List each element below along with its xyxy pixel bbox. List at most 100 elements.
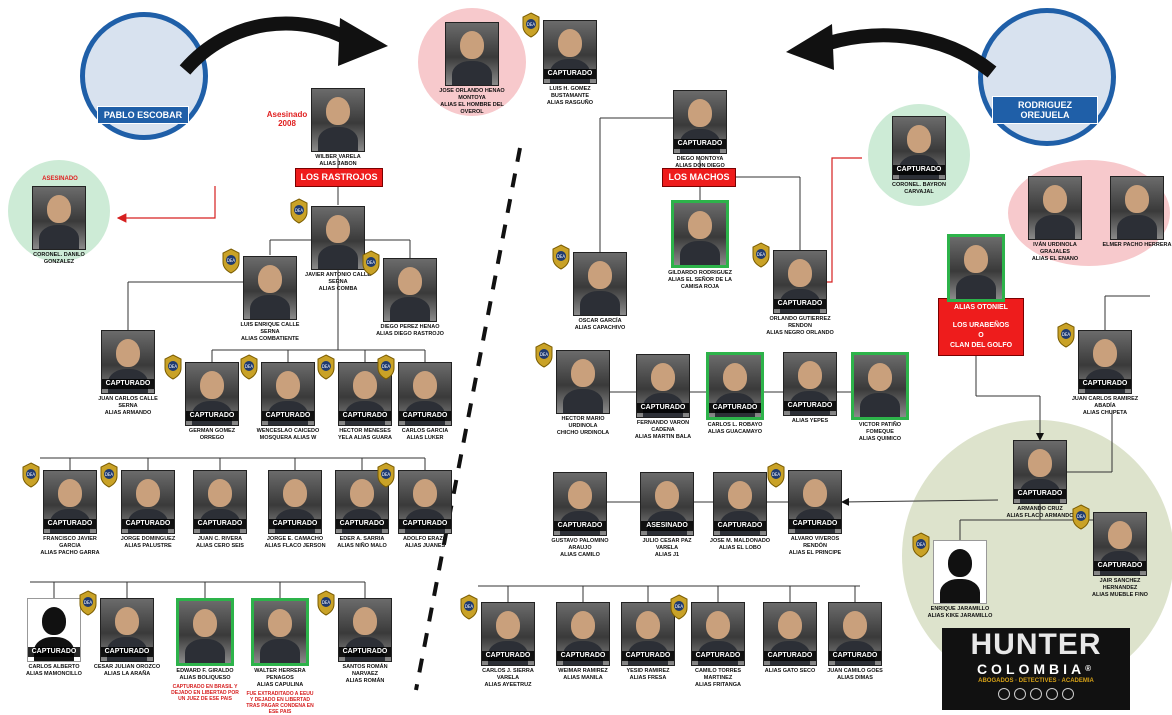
person-alias: ALIAS FLACO JERSON	[264, 543, 326, 549]
person-name: CORONEL. DANILO	[33, 252, 85, 258]
instagram-icon[interactable]	[998, 688, 1010, 700]
person-alias: ALIAS JABON	[319, 161, 357, 167]
person-name: JORGE E. CAMACHO	[266, 536, 324, 542]
portrait: CAPTURADO	[713, 472, 767, 536]
portrait-head	[326, 97, 350, 125]
twitter-icon[interactable]	[1030, 688, 1042, 700]
portrait: CAPTURADO	[673, 90, 727, 154]
portrait	[671, 200, 729, 268]
status-banner: CAPTURADO	[101, 647, 153, 657]
vimeo-icon[interactable]	[1046, 688, 1058, 700]
person-name: JOSE ORLANDO HENAO MONTOYA	[439, 88, 505, 101]
svg-text:DEA: DEA	[295, 208, 304, 213]
facebook-icon[interactable]	[1014, 688, 1026, 700]
status-banner: CAPTURADO	[622, 651, 674, 661]
person-alias: ALIAS EL SEÑOR DE LA CAMISA ROJA	[667, 277, 733, 290]
portrait: CAPTURADO	[268, 470, 322, 534]
escobar-arrowhead	[338, 18, 388, 66]
portrait-body	[185, 639, 225, 663]
status-banner: CAPTURADO	[789, 519, 841, 529]
dea-badge-icon: DEA	[221, 248, 241, 274]
portrait: CAPTURADO	[763, 602, 817, 666]
portrait: CAPTURADO	[261, 362, 315, 426]
person-caption: GERMAN GOMEZ ORREGO	[177, 428, 247, 442]
logo-registered: ®	[1085, 664, 1096, 673]
portrait-head	[200, 371, 224, 399]
node-yepes: CAPTURADO ALIAS YEPES	[775, 352, 845, 425]
person-name: YESID RAMIREZ	[626, 668, 670, 674]
person-alias: ALIAS FRESA	[629, 675, 667, 681]
dea-badge-icon: DEA	[534, 342, 554, 368]
person-alias: ALIAS NIÑO MALO	[337, 543, 387, 549]
status-banner: CAPTURADO	[102, 379, 154, 389]
portrait: CAPTURADO	[543, 20, 597, 84]
portrait: CAPTURADO	[101, 330, 155, 394]
person-name: CORONEL. BAYRON CARVAJAL	[892, 182, 946, 195]
svg-text:DEA: DEA	[527, 22, 536, 27]
person-alias: ALIAS ROMÁN	[345, 678, 385, 684]
status-banner: CAPTURADO	[122, 519, 174, 529]
status-banner: CAPTURADO	[194, 519, 246, 529]
portrait-body	[250, 295, 290, 319]
status-banner: CAPTURADO	[399, 519, 451, 529]
person-name: IVÁN URDINOLA GRAJALES	[1033, 242, 1077, 255]
person-name: EDWARD F. GIRALDO	[176, 668, 234, 674]
person-alias: ALIAS PACHO GARRA	[40, 550, 100, 556]
person-name: JULIO CESAR PAZ VARELA	[642, 538, 692, 551]
portrait	[556, 350, 610, 414]
portrait-head	[636, 611, 660, 639]
status-banner: CAPTURADO	[44, 519, 96, 529]
node-otoniel	[941, 234, 1011, 302]
portrait	[1110, 176, 1164, 240]
portrait: CAPTURADO	[43, 470, 97, 534]
portrait-head	[1028, 449, 1052, 477]
logo-country-line: COLOMBIA®	[942, 662, 1130, 676]
pablo-escobar-label: PABLO ESCOBAR	[97, 106, 189, 124]
portrait: CAPTURADO	[828, 602, 882, 666]
portrait-head	[326, 215, 350, 243]
person-name: CARLOS GARCIA	[401, 428, 449, 434]
portrait	[573, 252, 627, 316]
person-alias: ALIAS NEGRO ORLANDO	[766, 330, 834, 336]
person-alias: ALIAS EL LOBO	[718, 545, 762, 551]
dea-badge-icon: DEA	[766, 462, 786, 488]
portrait-head	[1108, 521, 1132, 549]
person-name: ORLANDO GUTIERREZ RENDON	[769, 316, 831, 329]
person-name: DIEGO MONTOYA	[676, 156, 724, 162]
portrait-body	[563, 389, 603, 413]
person-name: JUAN CAMILO GOES	[827, 668, 883, 674]
svg-text:DEA: DEA	[84, 600, 93, 605]
portrait-body	[860, 393, 900, 417]
youtube-icon[interactable]	[1062, 688, 1074, 700]
status-banner: CAPTURADO	[186, 411, 238, 421]
person-name: ALIAS YEPES	[791, 418, 829, 424]
svg-text:DEA: DEA	[105, 472, 114, 477]
person-alias: ALIAS LUKER	[406, 435, 444, 441]
status-banner: CAPTURADO	[784, 401, 836, 411]
person-alias: ALIAS EL PRINCIPE	[788, 550, 842, 556]
urabenos-line-3: O	[978, 332, 984, 339]
dea-badge-icon: DEA	[78, 590, 98, 616]
portrait-head	[868, 363, 892, 391]
status-banner: CAPTURADO	[339, 411, 391, 421]
